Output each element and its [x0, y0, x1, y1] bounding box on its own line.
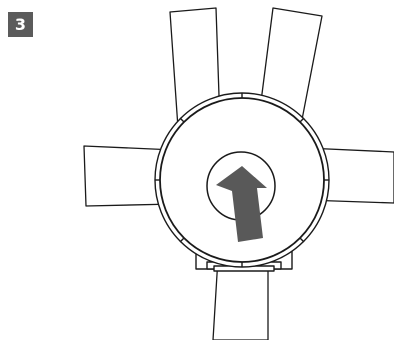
step-number-badge: 3 — [8, 12, 33, 37]
push-arrow-icon — [216, 166, 267, 242]
